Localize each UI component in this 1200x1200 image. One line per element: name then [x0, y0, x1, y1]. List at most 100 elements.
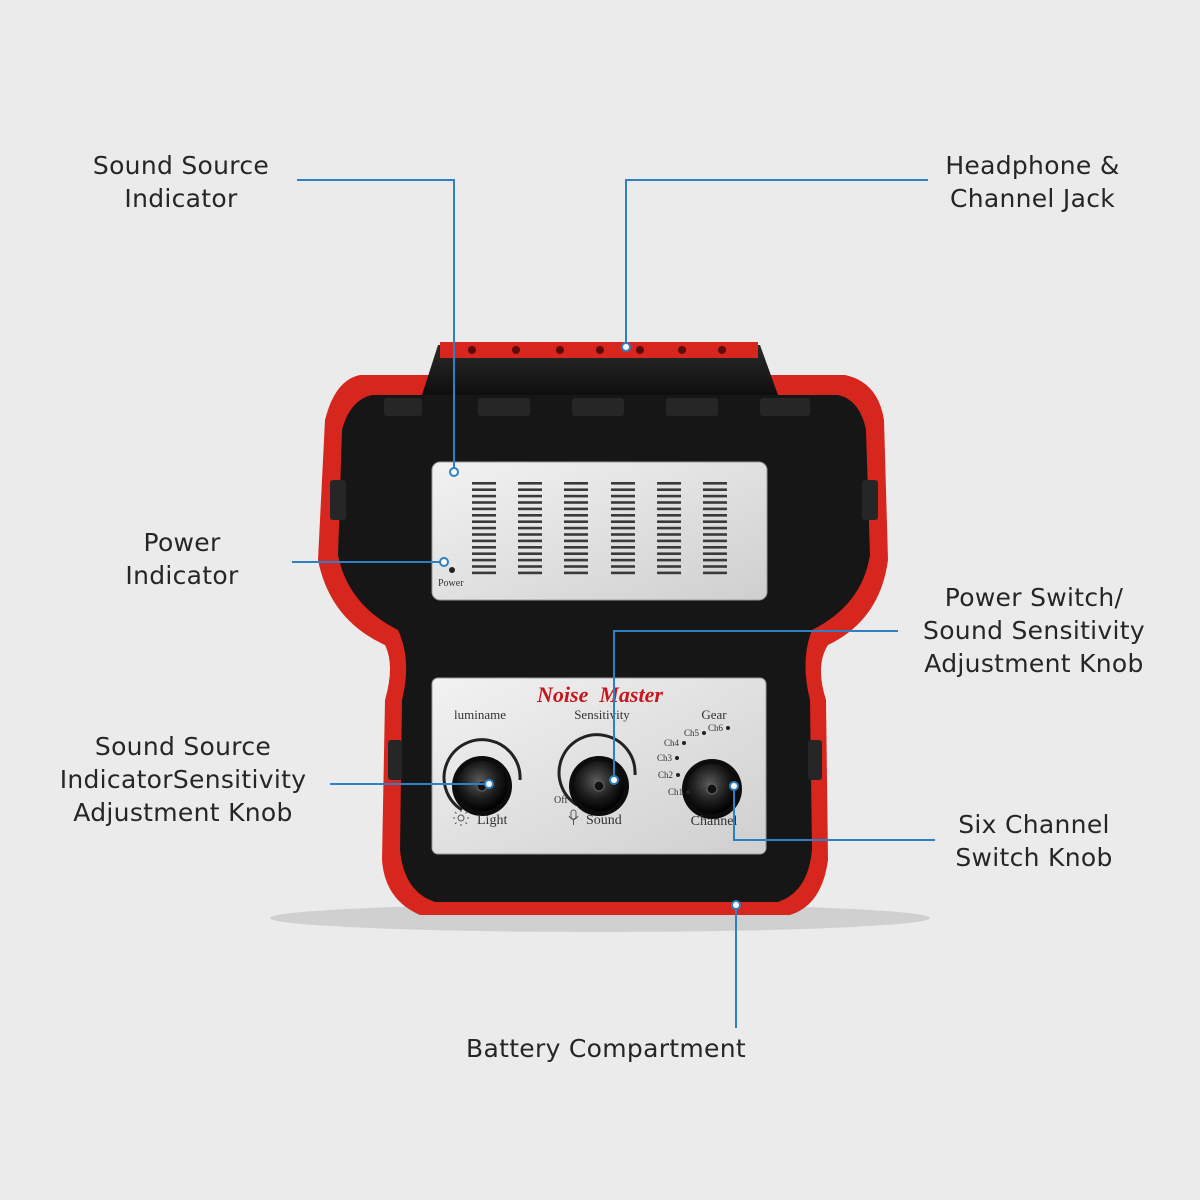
led-segment [472, 494, 496, 498]
led-segment [564, 558, 588, 562]
brand-name: Noise Master [536, 682, 663, 707]
led-segment [611, 526, 635, 530]
power-led-label: Power [438, 578, 464, 589]
led-segment [703, 558, 727, 562]
led-segment [703, 539, 727, 543]
jack-hole[interactable] [678, 346, 686, 354]
led-segment [518, 565, 542, 568]
led-segment [564, 501, 588, 504]
sensitivity-off-label: Off [554, 795, 568, 806]
led-segment [564, 520, 588, 523]
callout-power-switch-line-3: Adjustment Knob [924, 649, 1144, 678]
led-segment [472, 552, 496, 555]
led-segment [518, 533, 542, 536]
led-segment [703, 507, 727, 511]
led-segment [703, 494, 727, 498]
callout-sound-source-indicator-line-1: Sound Source [92, 151, 270, 180]
light-dial-arc [442, 738, 522, 812]
callout-headphone-jack-line-2: Channel Jack [949, 184, 1116, 213]
led-segment [657, 501, 681, 504]
channel-label-ch2: Ch2 [658, 770, 673, 780]
callout-sensitivity-knob-line-2: IndicatorSensitivity [59, 765, 307, 794]
led-segment [518, 539, 542, 543]
led-segment [703, 565, 727, 568]
knob-1-top-label: luminame [454, 707, 506, 722]
led-segment [518, 482, 542, 485]
callout-power-switch: Power Switch/ Sound Sensitivity Adjustme… [902, 581, 1166, 680]
led-segment [703, 520, 727, 523]
jack-hole[interactable] [556, 346, 564, 354]
led-segment [472, 533, 496, 536]
jack-hole[interactable] [718, 346, 726, 354]
led-segment [611, 546, 635, 549]
led-segment [472, 507, 496, 511]
callout-power-indicator: Power Indicator [102, 526, 262, 592]
led-segment [611, 501, 635, 504]
led-segment [564, 539, 588, 543]
led-segment [518, 546, 542, 549]
led-segment [703, 533, 727, 536]
led-segment [611, 494, 635, 498]
led-segment [657, 571, 681, 575]
leader-headphone-jack [625, 179, 928, 345]
led-segment [703, 482, 727, 485]
led-segment [611, 539, 635, 543]
led-segment [657, 482, 681, 485]
led-segment [611, 571, 635, 575]
jack-hole[interactable] [596, 346, 604, 354]
callout-sensitivity-knob-line-3: Adjustment Knob [73, 798, 293, 827]
jack-hole[interactable] [468, 346, 476, 354]
leader-endpoints [439, 342, 741, 910]
leader-power-switch [613, 630, 898, 778]
callout-sound-source-indicator: Sound Source Indicator [70, 149, 292, 215]
sound-dial-arc [557, 733, 637, 807]
led-segment [472, 571, 496, 575]
channel-label-ch4: Ch4 [664, 738, 680, 748]
callout-sensitivity-knob: Sound Source IndicatorSensitivity Adjust… [38, 730, 328, 829]
led-segment [472, 514, 496, 517]
channel-dot [676, 773, 680, 777]
channel-dot [675, 756, 679, 760]
led-segment [611, 552, 635, 555]
channel-knob[interactable] [682, 759, 742, 819]
channel-label-ch6: Ch6 [708, 723, 724, 733]
led-segment [518, 501, 542, 504]
led-segment [472, 526, 496, 530]
channel-dot [726, 726, 730, 730]
led-segment [703, 526, 727, 530]
callout-power-indicator-line-1: Power [143, 528, 221, 557]
led-segment [564, 488, 588, 491]
channel-label-ch1: Ch1 [668, 787, 683, 797]
channel-dot [686, 790, 690, 794]
callout-power-indicator-line-2: Indicator [125, 561, 239, 590]
leader-channel-knob [733, 786, 935, 841]
callout-channel-knob-line-1: Six Channel [958, 810, 1110, 839]
leader-lines [292, 179, 935, 1028]
callout-headphone-jack: Headphone & Channel Jack [925, 149, 1140, 215]
led-segment [657, 526, 681, 530]
led-segment [657, 539, 681, 543]
knob-3-bottom-label: Channel [691, 814, 738, 829]
callout-sound-source-indicator-line-2: Indicator [124, 184, 238, 213]
jack-hole[interactable] [512, 346, 520, 354]
led-segment [657, 520, 681, 523]
indicator-window [431, 461, 768, 601]
led-segment [611, 520, 635, 523]
led-segment [564, 494, 588, 498]
led-segment [657, 546, 681, 549]
knob-3-top-label: Gear [701, 707, 727, 722]
led-segment [472, 520, 496, 523]
led-segment [564, 546, 588, 549]
jack-hole[interactable] [636, 346, 644, 354]
led-segment [518, 526, 542, 530]
led-segment [518, 571, 542, 575]
sun-icon [453, 810, 469, 826]
led-segment [657, 552, 681, 555]
led-segment [564, 526, 588, 530]
led-segment [703, 571, 727, 575]
led-segment [564, 571, 588, 575]
led-segment [611, 565, 635, 568]
light-knob[interactable] [452, 756, 512, 816]
led-segment [657, 565, 681, 568]
sensitivity-knob[interactable] [569, 756, 629, 816]
